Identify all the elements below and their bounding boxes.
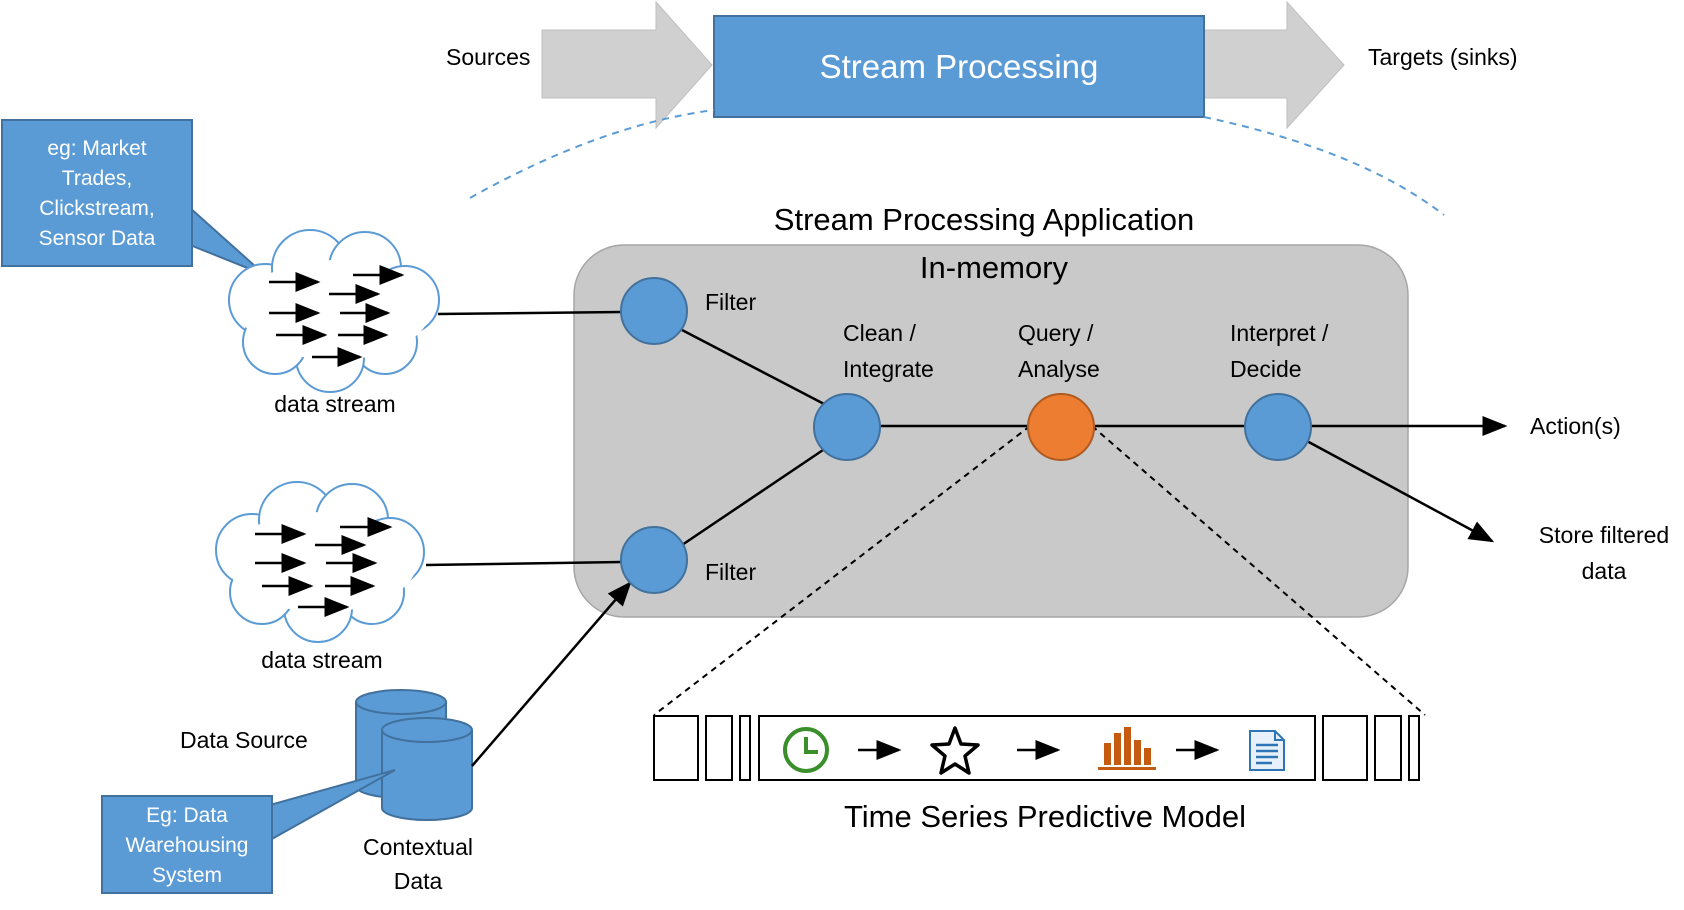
contextual-data-line-1: Contextual xyxy=(363,834,473,860)
stream-example-callout xyxy=(1,119,193,267)
filter-node-top[interactable] xyxy=(620,277,688,345)
data-stream-label-1: data stream xyxy=(274,391,395,417)
stream-example-line-2: Trades, xyxy=(62,167,132,190)
dashed-arc-left xyxy=(469,109,715,199)
data-stream-arrows-2 xyxy=(255,517,393,617)
bar-chart-icon xyxy=(1098,727,1156,770)
source-example-callout xyxy=(101,795,273,894)
application-title: Stream Processing Application xyxy=(774,202,1194,237)
model-label: Time Series Predictive Model xyxy=(844,799,1246,834)
stream-example-line-1: eg: Market xyxy=(47,137,146,160)
in-memory-panel xyxy=(573,244,1409,618)
filter-bottom-label: Filter xyxy=(705,559,756,585)
query-label-line-1: Query / xyxy=(1018,320,1094,346)
dashed-arc-right xyxy=(1203,116,1445,216)
source-example-line-3: System xyxy=(152,864,222,887)
filter-top-label: Filter xyxy=(705,289,756,315)
database-icon xyxy=(355,689,473,821)
clean-integrate-node[interactable] xyxy=(813,393,881,461)
store-label-line-2: data xyxy=(1582,558,1627,584)
clean-label-line-1: Clean / xyxy=(843,320,916,346)
sources-arrow xyxy=(541,0,713,130)
sources-label: Sources xyxy=(446,44,530,70)
document-icon xyxy=(1249,730,1285,771)
data-source-label: Data Source xyxy=(180,727,308,753)
star-icon xyxy=(930,726,980,775)
stream-processing-box xyxy=(713,15,1205,118)
targets-label: Targets (sinks) xyxy=(1368,44,1518,70)
model-zoom-lines xyxy=(653,425,1426,716)
data-stream-cloud-1 xyxy=(228,229,440,393)
store-label-line-1: Store filtered xyxy=(1539,522,1669,548)
stream-example-line-4: Sensor Data xyxy=(39,227,156,250)
source-example-line-2: Warehousing xyxy=(126,834,249,857)
actions-label: Action(s) xyxy=(1530,413,1621,439)
data-stream-cloud-2 xyxy=(215,481,425,643)
source-callout-pointer xyxy=(269,769,396,842)
application-subtitle: In-memory xyxy=(920,250,1069,285)
targets-arrow xyxy=(1203,0,1345,130)
clock-icon xyxy=(783,727,829,773)
stream-processing-title: Stream Processing xyxy=(820,48,1099,85)
model-strip xyxy=(653,715,1420,781)
contextual-data-line-2: Data xyxy=(394,868,443,894)
source-example-line-1: Eg: Data xyxy=(146,804,228,827)
clean-label-line-2: Integrate xyxy=(843,356,934,382)
query-analyse-node[interactable] xyxy=(1027,393,1095,461)
data-stream-arrows-1 xyxy=(269,265,405,367)
query-label-line-2: Analyse xyxy=(1018,356,1100,382)
interpret-decide-node[interactable] xyxy=(1244,393,1312,461)
filter-node-bottom[interactable] xyxy=(620,526,688,594)
interpret-label-line-1: Interpret / xyxy=(1230,320,1329,346)
interpret-label-line-2: Decide xyxy=(1230,356,1302,382)
pipeline-connections xyxy=(425,310,1508,767)
stream-example-line-3: Clickstream, xyxy=(39,197,155,220)
data-stream-label-2: data stream xyxy=(261,647,382,673)
